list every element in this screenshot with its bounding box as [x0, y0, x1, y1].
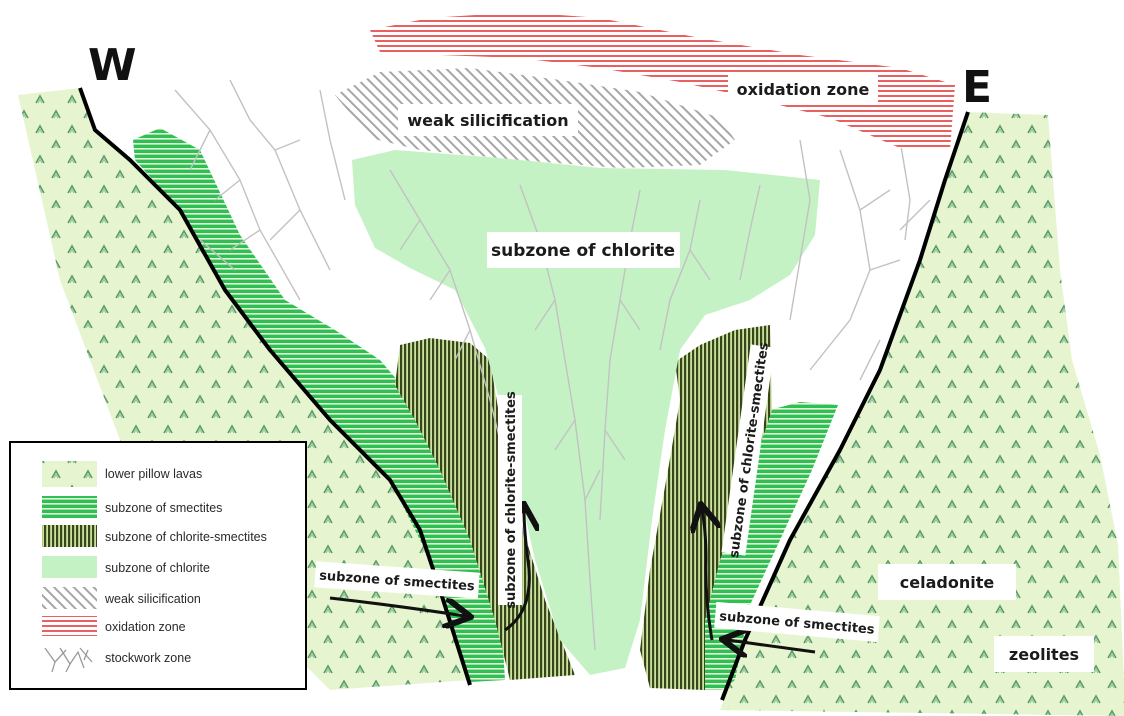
legend-swatch-oxidation: [42, 616, 97, 636]
legend-label-oxidation: oxidation zone: [105, 620, 186, 634]
zeolites-label-group: zeolites: [994, 636, 1094, 672]
legend-label-chlorite: subzone of chlorite: [105, 561, 210, 575]
legend-label-silicification: weak silicification: [104, 592, 201, 606]
legend-swatch-chlorite: [42, 556, 97, 578]
legend-swatch-smectites: [42, 496, 97, 518]
oxidation-zone-label: oxidation zone: [737, 80, 870, 99]
legend-swatch-chlorite-smectites: [42, 525, 97, 547]
legend-label-smectites: subzone of smectites: [105, 501, 222, 515]
legend: lower pillow lavas subzone of smectites …: [10, 442, 306, 689]
legend-label-pillow-lavas: lower pillow lavas: [105, 467, 202, 481]
chlorite-smectites-label-left: subzone of chlorite-smectites: [504, 391, 519, 609]
celadonite-label: celadonite: [900, 573, 995, 592]
oxidation-zone-label-group: oxidation zone: [728, 72, 878, 105]
legend-swatch-pillow-lavas: [42, 461, 97, 487]
celadonite-label-group: celadonite: [878, 564, 1016, 600]
chlorite-label-group: subzone of chlorite: [487, 232, 680, 268]
chlorite-label: subzone of chlorite: [491, 241, 675, 261]
chlorite-smectites-label-left-group: subzone of chlorite-smectites: [498, 391, 522, 609]
weak-silicification-label-group: weak silicification: [398, 104, 578, 136]
west-label: W: [88, 40, 137, 91]
legend-label-stockwork: stockwork zone: [105, 651, 191, 665]
east-label: E: [962, 62, 992, 113]
zeolites-label: zeolites: [1009, 645, 1079, 664]
legend-swatch-silicification: [42, 587, 97, 609]
weak-silicification-label: weak silicification: [407, 111, 568, 130]
legend-label-chlorite-smectites: subzone of chlorite-smectites: [105, 530, 267, 544]
